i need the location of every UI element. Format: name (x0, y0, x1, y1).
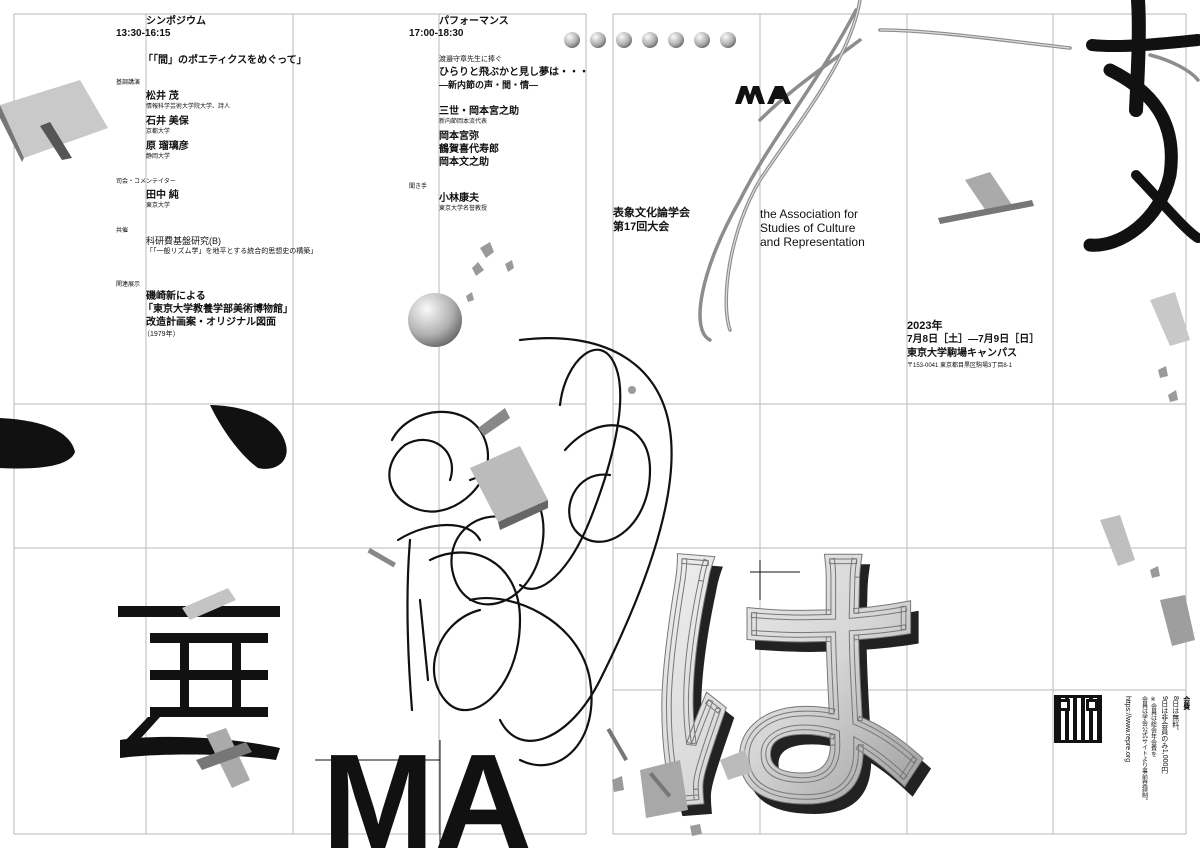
event-dates: 7月8日［土］—7月9日［日］ (907, 334, 1040, 345)
cosponsor-line: 科研費基盤研究(B) (146, 236, 221, 246)
association-name-en: Studies of Culture (760, 221, 856, 235)
exhibit-line: （1979年） (143, 331, 180, 338)
event-address: 〒153-0041 東京都目黒区駒場3丁目8-1 (907, 363, 1013, 369)
interviewer-affiliation: 東京大学名誉教授 (439, 206, 488, 212)
event-year: 2023年 (907, 320, 943, 332)
symposium-title: 「「間」のポエティクスをめぐって」 (143, 55, 307, 66)
calligraphy-top-right (1083, 0, 1200, 252)
event-venue: 東京大学駒場キャンパス (907, 348, 1017, 359)
fees-line: ※会員は総会年会費を (1149, 696, 1156, 757)
website-url[interactable]: https://www.repre.org (1123, 696, 1131, 763)
performer-affiliation: 新内節岡本流代表 (439, 119, 488, 125)
speaker-affiliation: 京都大学 (146, 129, 171, 135)
floating-blocks (0, 80, 1195, 818)
fees-label: 会費 (1182, 696, 1190, 710)
performer-name: 鶴賀喜代寿郎 (439, 144, 499, 155)
brush-stroke-left (0, 405, 287, 469)
speaker-name: 松井 茂 (146, 91, 179, 102)
interviewer-name: 小林康夫 (439, 193, 479, 204)
performance-subtitle: —新内節の声・間・情— (439, 80, 539, 90)
keynote-label: 基調講演 (116, 80, 141, 86)
moderator-label: 司会・コメンテイター (116, 179, 176, 185)
speaker-affiliation: 静岡大学 (146, 154, 171, 160)
performance-time: 17:00-18:30 (409, 28, 464, 39)
fees-line: 会員は学会公式サイトより事前登録制。 (1140, 696, 1147, 804)
exhibit-label: 関連展示 (116, 282, 141, 288)
association-name-en: the Association for (760, 207, 859, 221)
cosponsor-label: 共催 (116, 228, 129, 234)
association-logo (735, 86, 791, 104)
speaker-name: 原 瑠璃彦 (146, 141, 189, 152)
calligraphy-bottom-left (118, 606, 280, 760)
sphere-large (408, 293, 462, 347)
cosponsor-line: 「「一般リズム学」を地平とする統合的思想史の構築」 (146, 248, 318, 255)
svg-text:は: は (640, 528, 940, 848)
symposium-time: 13:30-16:15 (116, 28, 171, 39)
speaker-affiliation: 情報科学芸術大学院大学、詩人 (146, 104, 231, 110)
moderator-name: 田中 純 (146, 190, 179, 201)
scribble-loops (388, 337, 673, 767)
performance-heading: パフォーマンス (439, 16, 509, 27)
symposium-heading: シンポジウム (146, 16, 206, 27)
debris (466, 242, 1178, 836)
conference-number: 第17回大会 (613, 221, 670, 233)
performer-name: 岡本文之助 (439, 157, 489, 168)
qr-code[interactable] (1054, 695, 1102, 743)
big-ma-glyphs: MA (322, 726, 532, 848)
sphere-row (564, 32, 736, 48)
exhibit-line: 磯崎新による (146, 291, 206, 302)
interviewer-label: 聞き手 (409, 184, 428, 190)
fees-line: 9日は非会員のみ1,000円 (1160, 696, 1168, 774)
association-name-en: and Representation (760, 235, 865, 249)
performance-title: ひらりと飛ぶかと見し夢は・・・ (439, 67, 589, 78)
fees-line: 8日は無料、 (1171, 696, 1179, 735)
exhibit-line: 「東京大学教養学部美術博物館」 (143, 304, 293, 315)
chrome-ha-glyph: は は (632, 518, 941, 848)
exhibit-line: 改造計画案・オリジナル図面 (146, 317, 276, 328)
association-name-jp: 表象文化論学会 (613, 207, 690, 219)
performer-name: 三世・岡本宮之助 (439, 106, 519, 117)
performance-dedication: 渡邉守章先生に捧ぐ (439, 56, 502, 63)
speaker-name: 石井 美保 (146, 116, 189, 127)
performer-name: 岡本宮弥 (439, 131, 479, 142)
moderator-affiliation: 東京大学 (146, 203, 171, 209)
